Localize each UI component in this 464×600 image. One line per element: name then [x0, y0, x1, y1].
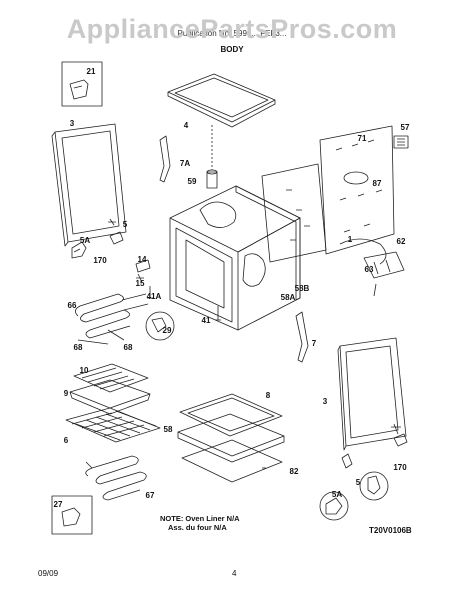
- callout-41: 41: [202, 316, 211, 325]
- callout-9: 9: [64, 389, 69, 398]
- part-58-insulation-back: [235, 185, 301, 301]
- oven-body-frame: [169, 185, 301, 331]
- inset-box-27: [51, 495, 93, 535]
- callout-62: 62: [397, 237, 406, 246]
- callout-66: 66: [68, 301, 77, 310]
- callout-7: 7: [312, 339, 317, 348]
- footer-page: 4: [232, 569, 237, 578]
- part-7a-hinge-receptacle: [159, 135, 171, 183]
- callout-3-right: 3: [323, 397, 328, 406]
- part-7-hinge: [295, 311, 309, 363]
- inset-circle-29: [145, 311, 175, 341]
- callout-1: 1: [348, 235, 353, 244]
- callout-15: 15: [136, 279, 145, 288]
- callout-5-right: 5: [356, 478, 361, 487]
- part-66-bake-element: [75, 293, 149, 339]
- part-5a-hinge-left: [71, 241, 87, 259]
- callout-68-right: 68: [124, 343, 133, 352]
- callout-67: 67: [146, 491, 155, 500]
- part-hinge-arm-right: [341, 453, 353, 469]
- callout-41a: 41A: [147, 292, 162, 301]
- part-67-broil-element: [85, 455, 147, 501]
- part-10-broil-pan-insert: [73, 363, 149, 393]
- inset-circle-5a: [319, 491, 349, 521]
- callout-5a-left: 5A: [80, 236, 90, 245]
- callout-10: 10: [80, 366, 89, 375]
- part-170-bracket-left: [109, 231, 124, 245]
- callout-82: 82: [290, 467, 299, 476]
- callout-3-left: 3: [70, 119, 75, 128]
- callout-170-left: 170: [93, 256, 107, 265]
- callout-27: 27: [54, 500, 63, 509]
- note-line-1: NOTE: Oven Liner N/A: [160, 514, 240, 523]
- part-5-screw-right: [391, 423, 401, 435]
- callout-63: 63: [365, 265, 374, 274]
- part-59-cylinder: [206, 169, 218, 189]
- callout-58: 58: [164, 425, 173, 434]
- callout-57: 57: [401, 123, 410, 132]
- callout-4: 4: [184, 121, 189, 130]
- publication-header: Publication No. 5995... FEF3...: [177, 29, 287, 38]
- part-4-top-panel: [167, 73, 276, 128]
- part-3-drawer-panel-right: [337, 337, 407, 451]
- callout-71: 71: [358, 134, 367, 143]
- part-71-rear-panel: [319, 125, 395, 255]
- part-9-broil-pan: [69, 379, 151, 415]
- part-41a-leveler: [147, 286, 153, 299]
- part-57-terminal-plate: [393, 135, 409, 149]
- part-14-bracket: [135, 259, 151, 273]
- callout-29: 29: [163, 326, 172, 335]
- callout-8: 8: [266, 391, 271, 400]
- callout-59: 59: [188, 177, 197, 186]
- callout-5a-right: 5A: [332, 490, 342, 499]
- callout-5-left: 5: [123, 220, 128, 229]
- part-6-oven-rack: [65, 407, 161, 443]
- part-8-oven-bottom: [179, 393, 283, 437]
- callout-58b: 58B: [295, 284, 310, 293]
- part-3-drawer-panel-left: [51, 123, 127, 247]
- watermark: AppliancePartsPros.com: [66, 14, 398, 44]
- part-170-bracket-right: [393, 433, 408, 447]
- diagram-code: T20V0106B: [369, 526, 412, 535]
- inset-box-21: [61, 61, 103, 107]
- part-62-terminal-block: [363, 251, 405, 297]
- callout-21: 21: [87, 67, 96, 76]
- section-title: BODY: [220, 45, 244, 54]
- callout-87: 87: [373, 179, 382, 188]
- part-21-clip: [69, 79, 89, 100]
- callout-7a: 7A: [180, 159, 190, 168]
- footer-date: 09/09: [38, 569, 59, 578]
- callout-170-right: 170: [393, 463, 407, 472]
- wiring-harness-panel: [261, 163, 387, 265]
- part-41-leveler: [215, 306, 221, 321]
- part-82-bottom-cover: [181, 439, 283, 483]
- inset-circle-5: [359, 471, 389, 501]
- note-line-2: Ass. du four N/A: [168, 523, 227, 532]
- callout-68-left: 68: [74, 343, 83, 352]
- part-15-bolt: [136, 273, 144, 283]
- part-58-insulation-bottom: [177, 413, 285, 463]
- callout-14: 14: [138, 255, 147, 264]
- callout-58a: 58A: [281, 293, 296, 302]
- part-5-screw-left: [108, 218, 116, 226]
- callout-6: 6: [64, 436, 69, 445]
